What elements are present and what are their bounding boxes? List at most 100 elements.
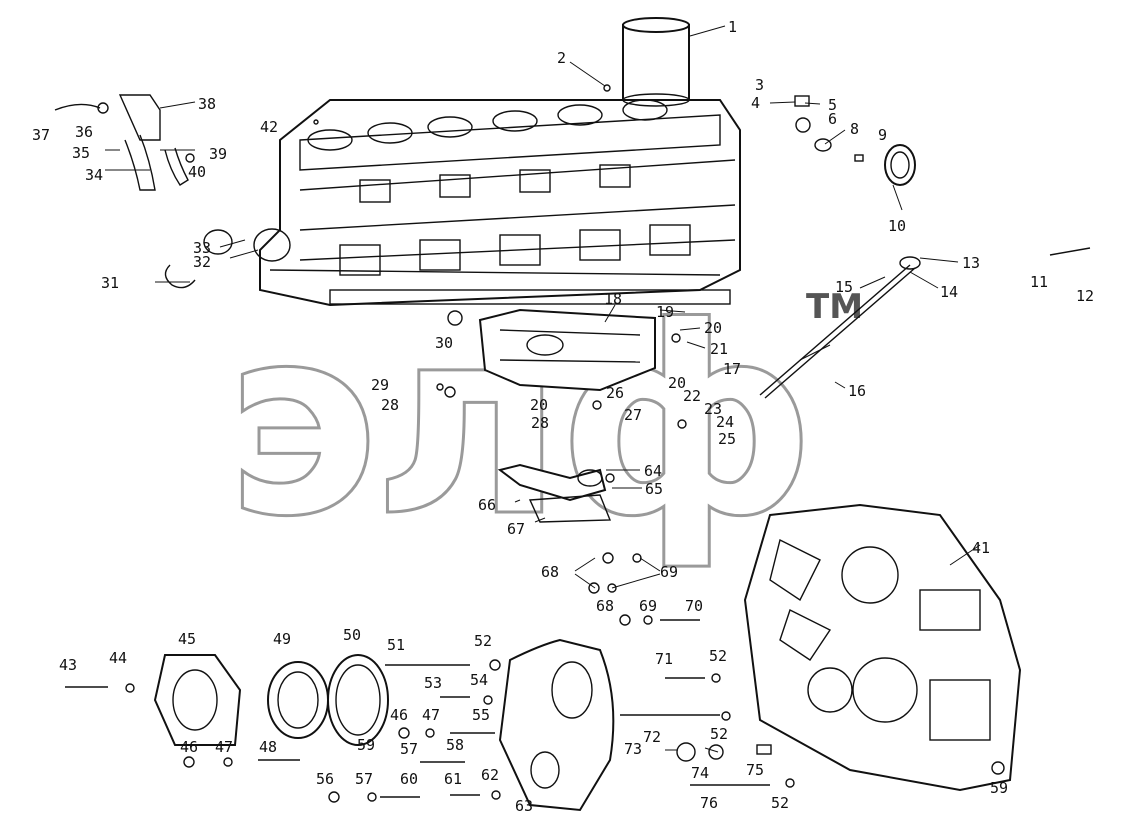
callout-label-29: 29 bbox=[371, 376, 389, 394]
callout-label-69: 69 bbox=[660, 563, 678, 581]
water-pipe-assembly bbox=[54, 94, 195, 191]
callout-label-48: 48 bbox=[259, 738, 277, 756]
callout-label-65: 65 bbox=[645, 480, 663, 498]
callout-label-17: 17 bbox=[723, 360, 741, 378]
misc-small-parts bbox=[164, 84, 687, 483]
cylinder-liner bbox=[622, 17, 690, 107]
callout-label-74: 74 bbox=[691, 764, 709, 782]
callout-label-24: 24 bbox=[716, 413, 734, 431]
watermark-trademark: TM bbox=[806, 287, 863, 327]
callout-label-59: 59 bbox=[357, 736, 375, 754]
callout-label-31: 31 bbox=[101, 274, 119, 292]
callout-label-5: 5 bbox=[828, 96, 837, 114]
callout-label-23: 23 bbox=[704, 400, 722, 418]
callout-label-52: 52 bbox=[474, 632, 492, 650]
callout-label-63: 63 bbox=[515, 797, 533, 815]
callout-label-61: 61 bbox=[444, 770, 462, 788]
callout-label-60: 60 bbox=[400, 770, 418, 788]
callout-label-35: 35 bbox=[72, 144, 90, 162]
callout-label-38: 38 bbox=[198, 95, 216, 113]
callout-label-10: 10 bbox=[888, 217, 906, 235]
callout-label-64: 64 bbox=[644, 462, 662, 480]
callout-label-1: 1 bbox=[728, 18, 737, 36]
callout-label-20: 20 bbox=[668, 374, 686, 392]
callout-label-62: 62 bbox=[481, 766, 499, 784]
bolts-and-studs bbox=[65, 552, 1005, 803]
callout-label-52: 52 bbox=[771, 794, 789, 812]
callout-label-70: 70 bbox=[685, 597, 703, 615]
water-outlet bbox=[497, 463, 612, 523]
callout-label-28: 28 bbox=[531, 414, 549, 432]
callout-label-33: 33 bbox=[193, 239, 211, 257]
callout-label-36: 36 bbox=[75, 123, 93, 141]
callout-label-13: 13 bbox=[962, 254, 980, 272]
flywheel-housing bbox=[743, 503, 1022, 792]
callout-label-47: 47 bbox=[215, 738, 233, 756]
oil-cooler-cover bbox=[478, 308, 656, 392]
callout-label-28: 28 bbox=[381, 396, 399, 414]
callout-label-20: 20 bbox=[704, 319, 722, 337]
callout-label-30: 30 bbox=[435, 334, 453, 352]
callout-label-56: 56 bbox=[316, 770, 334, 788]
callout-label-68: 68 bbox=[596, 597, 614, 615]
callout-label-54: 54 bbox=[470, 671, 488, 689]
callout-label-18: 18 bbox=[604, 290, 622, 308]
callout-label-58: 58 bbox=[446, 736, 464, 754]
callout-label-71: 71 bbox=[655, 650, 673, 668]
leader-lines bbox=[105, 25, 981, 753]
callout-label-52: 52 bbox=[710, 725, 728, 743]
seal-gasket bbox=[327, 654, 389, 746]
callout-label-43: 43 bbox=[59, 656, 77, 674]
callout-label-42: 42 bbox=[260, 118, 278, 136]
callout-label-44: 44 bbox=[109, 649, 127, 667]
callout-label-67: 67 bbox=[507, 520, 525, 538]
callout-label-49: 49 bbox=[273, 630, 291, 648]
dipstick-assembly bbox=[759, 247, 1091, 399]
oil-seal bbox=[267, 661, 329, 739]
callout-label-20: 20 bbox=[530, 396, 548, 414]
callout-label-53: 53 bbox=[424, 674, 442, 692]
callout-label-26: 26 bbox=[606, 384, 624, 402]
callout-label-25: 25 bbox=[718, 430, 736, 448]
callout-label-46: 46 bbox=[180, 738, 198, 756]
callout-label-57: 57 bbox=[400, 740, 418, 758]
timing-cover bbox=[498, 638, 615, 812]
callout-label-59: 59 bbox=[990, 779, 1008, 797]
callout-label-16: 16 bbox=[848, 382, 866, 400]
callout-label-46: 46 bbox=[390, 706, 408, 724]
callout-label-76: 76 bbox=[700, 794, 718, 812]
engine-block bbox=[259, 99, 741, 307]
callout-label-50: 50 bbox=[343, 626, 361, 644]
callout-label-52: 52 bbox=[709, 647, 727, 665]
callout-label-41: 41 bbox=[972, 539, 990, 557]
callout-label-47: 47 bbox=[422, 706, 440, 724]
seal-housing bbox=[153, 654, 242, 746]
callout-label-22: 22 bbox=[683, 387, 701, 405]
callout-label-19: 19 bbox=[656, 303, 674, 321]
callout-label-2: 2 bbox=[557, 49, 566, 67]
callout-label-45: 45 bbox=[178, 630, 196, 648]
callout-label-27: 27 bbox=[624, 406, 642, 424]
callout-label-40: 40 bbox=[188, 163, 206, 181]
callout-label-68: 68 bbox=[541, 563, 559, 581]
callout-label-12: 12 bbox=[1076, 287, 1094, 305]
callout-label-6: 6 bbox=[828, 110, 837, 128]
small-fittings-right bbox=[794, 95, 916, 186]
callout-label-39: 39 bbox=[209, 145, 227, 163]
callout-label-32: 32 bbox=[193, 253, 211, 271]
callout-label-21: 21 bbox=[710, 340, 728, 358]
callout-label-73: 73 bbox=[624, 740, 642, 758]
callout-label-4: 4 bbox=[751, 94, 760, 112]
callout-label-55: 55 bbox=[472, 706, 490, 724]
callout-label-69: 69 bbox=[639, 597, 657, 615]
callout-label-51: 51 bbox=[387, 636, 405, 654]
callout-label-14: 14 bbox=[940, 283, 958, 301]
callout-label-11: 11 bbox=[1030, 273, 1048, 291]
callout-label-15: 15 bbox=[835, 278, 853, 296]
callout-label-9: 9 bbox=[878, 126, 887, 144]
callout-label-66: 66 bbox=[478, 496, 496, 514]
callout-label-3: 3 bbox=[755, 76, 764, 94]
